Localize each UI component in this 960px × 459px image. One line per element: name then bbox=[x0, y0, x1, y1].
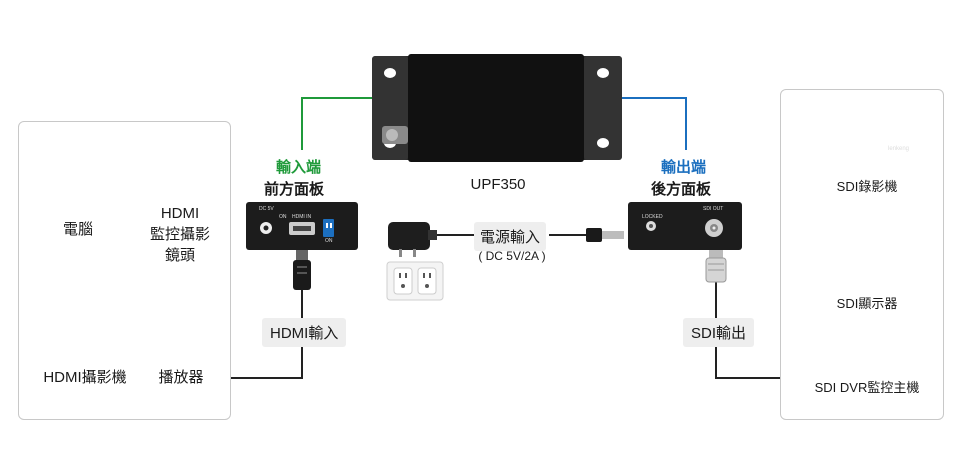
destination-devices-panel bbox=[780, 89, 944, 420]
rear-panel-label: 後方面板 bbox=[651, 181, 712, 198]
hdmi-plug bbox=[293, 250, 311, 290]
destination-label-dvr: SDI DVR監控主機 bbox=[814, 380, 920, 395]
front-port-switch-label: ON bbox=[325, 238, 333, 244]
sdi-cable-line bbox=[715, 282, 780, 379]
destination-label-monitor: SDI顯示器 bbox=[836, 296, 898, 311]
input-side-heading: 輸入端 bbox=[276, 159, 322, 176]
front-panel bbox=[246, 202, 358, 250]
front-port-on-label: ON bbox=[279, 214, 287, 220]
power-input-label: 電源輸入 bbox=[474, 222, 547, 251]
source-label-computer: 電腦 bbox=[62, 221, 93, 238]
sdi-output-label: SDI輸出 bbox=[683, 318, 755, 347]
power-adapter bbox=[388, 222, 437, 257]
recorder-brand-label: lenkeng bbox=[888, 146, 910, 152]
output-link-line bbox=[620, 97, 687, 150]
upf350-device bbox=[372, 54, 622, 162]
front-panel-label: 前方面板 bbox=[264, 181, 325, 198]
rear-port-sdi-label: SDI OUT bbox=[703, 206, 724, 212]
rear-panel bbox=[628, 202, 742, 250]
source-label-cctv: HDMI 監控攝影 鏡頭 bbox=[149, 205, 210, 264]
wall-outlet bbox=[386, 261, 444, 301]
source-devices-panel bbox=[18, 121, 231, 420]
input-link-line bbox=[301, 97, 376, 150]
hdmi-input-label: HDMI輸入 bbox=[262, 318, 347, 347]
output-side-heading: 輸出端 bbox=[661, 159, 707, 176]
power-spec-label: ( DC 5V/2A ) bbox=[478, 249, 546, 263]
device-name: UPF350 bbox=[470, 176, 526, 193]
dc-barrel-plug bbox=[586, 228, 624, 242]
source-label-player: 播放器 bbox=[158, 369, 204, 386]
destination-label-recorder: SDI錄影機 bbox=[836, 179, 898, 194]
rear-port-locked-label: LOCKED bbox=[642, 214, 663, 220]
bnc-plug bbox=[705, 250, 727, 283]
source-label-camcorder: HDMI攝影機 bbox=[43, 369, 127, 386]
front-port-hdmi-label: HDMI IN bbox=[292, 214, 312, 220]
front-port-dc-label: DC 5V bbox=[259, 206, 274, 212]
